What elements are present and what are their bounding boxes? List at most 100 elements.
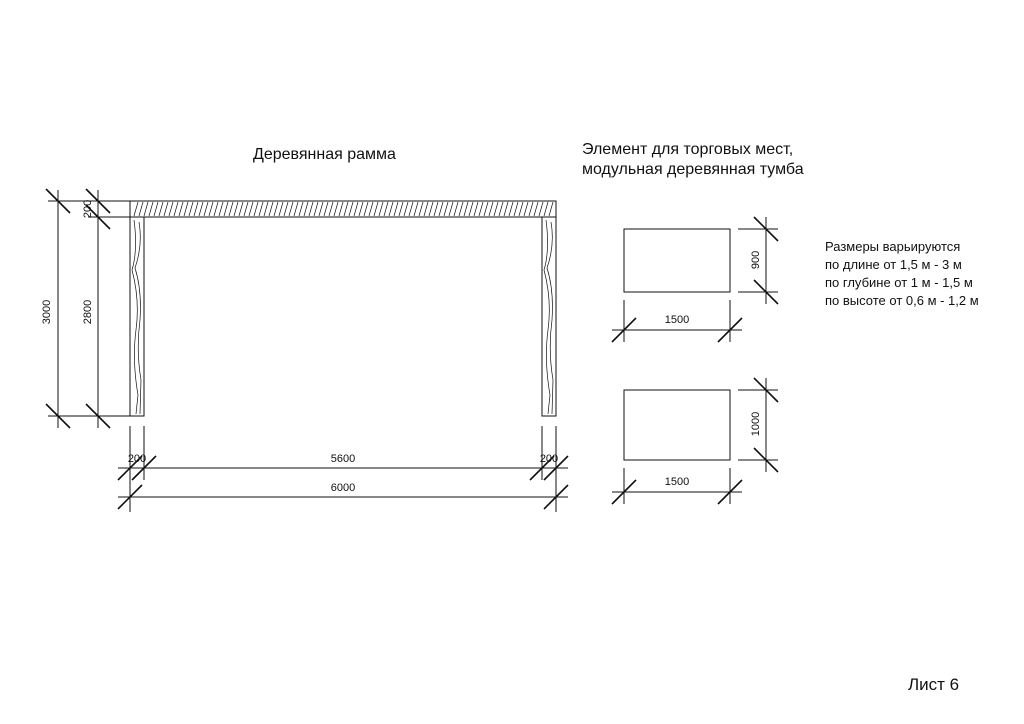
beam-hatch-line [448, 201, 454, 217]
beam-hatch-line [178, 201, 184, 217]
beam-hatch-line [318, 201, 324, 217]
beam-hatch-line [193, 201, 199, 217]
beam-hatch-line [198, 201, 204, 217]
beam-hatch-line [308, 201, 314, 217]
size-note-line3: по глубине от 1 м - 1,5 м [825, 275, 973, 290]
dim-total-width-label: 6000 [331, 482, 355, 494]
beam-hatch-line [278, 201, 284, 217]
beam-hatch-line [358, 201, 364, 217]
beam-hatch-line [168, 201, 174, 217]
beam-hatch-line [498, 201, 504, 217]
beam-hatch-line [478, 201, 484, 217]
frame-right-post [541, 216, 557, 417]
beam-hatch-line [518, 201, 524, 217]
module-box-2 [611, 377, 779, 505]
dim-beam-thickness-label: 200 [82, 200, 94, 218]
beam-hatch-line [463, 201, 469, 217]
beam-hatch-line [263, 201, 269, 217]
beam-hatch-line [328, 201, 334, 217]
box1-width-label: 1500 [665, 314, 689, 326]
beam-hatch-line [408, 201, 414, 217]
beam-hatch-line [483, 201, 489, 217]
beam-hatch-line [513, 201, 519, 217]
beam-hatch-line [323, 201, 329, 217]
beam-hatch-line [313, 201, 319, 217]
beam-hatch-line [378, 201, 384, 217]
sheet-number-label: Лист 6 [908, 675, 960, 694]
left-post-grain [131, 219, 142, 415]
beam-hatch-line [343, 201, 349, 217]
dim-left-post-label: 200 [128, 453, 146, 465]
module-box-2-outline [623, 389, 731, 461]
beam-hatch-line [388, 201, 394, 217]
module-box-1-outline [623, 228, 731, 293]
beam-hatch-line [348, 201, 354, 217]
beam-hatch-line [173, 201, 179, 217]
beam-hatch-line [163, 201, 169, 217]
beam-hatch-line [373, 201, 379, 217]
beam-hatch-line [303, 201, 309, 217]
size-note-line1: Размеры варьируются [825, 239, 961, 254]
beam-hatch-line [218, 201, 224, 217]
beam-hatch-line [188, 201, 194, 217]
wooden-frame [129, 200, 557, 417]
beam-hatch-line [433, 201, 439, 217]
size-note-line4: по высоте от 0,6 м - 1,2 м [825, 293, 979, 308]
box1-depth-label: 900 [750, 251, 762, 269]
beam-hatch-line [253, 201, 259, 217]
beam-hatch-line [418, 201, 424, 217]
beam-hatch-line [158, 201, 164, 217]
beam-hatch-line [508, 201, 514, 217]
right-post-grain [543, 219, 554, 415]
beam-hatch-line [528, 201, 534, 217]
beam-hatch-line [453, 201, 459, 217]
beam-hatch-line [383, 201, 389, 217]
beam-hatch-line [333, 201, 339, 217]
beam-hatch-line [258, 201, 264, 217]
beam-hatch-line [268, 201, 274, 217]
beam-hatch-line [363, 201, 369, 217]
beam-hatch-line [228, 201, 234, 217]
beam-hatch-line [488, 201, 494, 217]
frame-left-post [129, 216, 145, 417]
beam-hatch-line [153, 201, 159, 217]
dim-total-height-label: 3000 [41, 300, 53, 324]
frame-width-dimensions [117, 426, 569, 512]
beam-hatch-line [533, 201, 539, 217]
beam-hatch-line [538, 201, 544, 217]
beam-hatch-line [543, 201, 549, 217]
beam-hatch-line [273, 201, 279, 217]
beam-hatch-line [183, 201, 189, 217]
dim-right-post-label: 200 [540, 453, 558, 465]
frame-height-dimensions [45, 188, 130, 429]
beam-hatch-line [398, 201, 404, 217]
beam-hatch-line [133, 201, 139, 217]
beam-hatch-line [503, 201, 509, 217]
beam-hatch-line [203, 201, 209, 217]
beam-hatch-line [438, 201, 444, 217]
dim-span-label: 5600 [331, 453, 355, 465]
frame-top-beam [129, 200, 557, 218]
beam-hatch-line [298, 201, 304, 217]
beam-hatch-line [393, 201, 399, 217]
beam-hatch-line [473, 201, 479, 217]
beam-hatch-line [233, 201, 239, 217]
module-title-line2: модульная деревянная тумба [582, 161, 804, 178]
beam-hatch-line [413, 201, 419, 217]
beam-hatch-line [338, 201, 344, 217]
beam-hatch-line [248, 201, 254, 217]
beam-hatch-line [523, 201, 529, 217]
size-note-line2: по длине от 1,5 м - 3 м [825, 257, 962, 272]
beam-hatch-line [283, 201, 289, 217]
box2-width-label: 1500 [665, 476, 689, 488]
beam-hatch [133, 201, 554, 217]
beam-hatch-line [368, 201, 374, 217]
beam-hatch-line [223, 201, 229, 217]
beam-hatch-line [443, 201, 449, 217]
beam-hatch-line [243, 201, 249, 217]
frame-title: Деревянная рамма [253, 146, 396, 163]
beam-hatch-line [293, 201, 299, 217]
beam-hatch-line [288, 201, 294, 217]
